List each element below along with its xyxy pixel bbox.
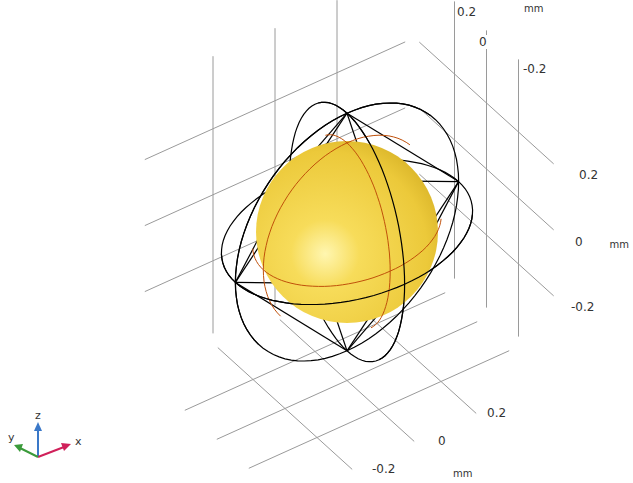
tick-label: -0.2 <box>522 62 547 76</box>
grid-line <box>454 1 455 278</box>
grid-lines <box>145 0 554 469</box>
axis-letter: x <box>74 435 83 449</box>
outer-circle <box>235 103 458 361</box>
unit-label: mm <box>609 238 630 252</box>
unit-label: mm <box>523 2 544 16</box>
tick-label: 0 <box>437 434 447 448</box>
grid-line <box>145 42 405 160</box>
tick-label: 0 <box>478 35 488 49</box>
outer-domain-edges-front <box>221 102 472 360</box>
axis-letter: y <box>7 431 16 445</box>
outer-circle-front <box>235 103 431 344</box>
tick-label: 0 <box>574 235 584 249</box>
grid-line <box>217 322 477 440</box>
tick-label: 0.2 <box>578 168 599 182</box>
axis-triad <box>14 422 71 457</box>
tick-label: 0.2 <box>486 406 507 420</box>
outer-circle-front <box>318 102 404 360</box>
tick-label: 0.2 <box>456 5 477 19</box>
sphere-edge <box>253 219 441 287</box>
sphere <box>256 141 438 323</box>
outer-circle-front <box>221 215 472 305</box>
tick-label: -0.2 <box>570 300 595 314</box>
axis-letter: z <box>34 409 42 423</box>
sphere-edge <box>263 135 410 316</box>
tick-label: -0.2 <box>371 462 396 476</box>
outer-domain-edges <box>221 102 472 361</box>
sphere-edges <box>253 135 441 328</box>
unit-label: mm <box>452 467 473 481</box>
grid-line <box>419 42 553 164</box>
